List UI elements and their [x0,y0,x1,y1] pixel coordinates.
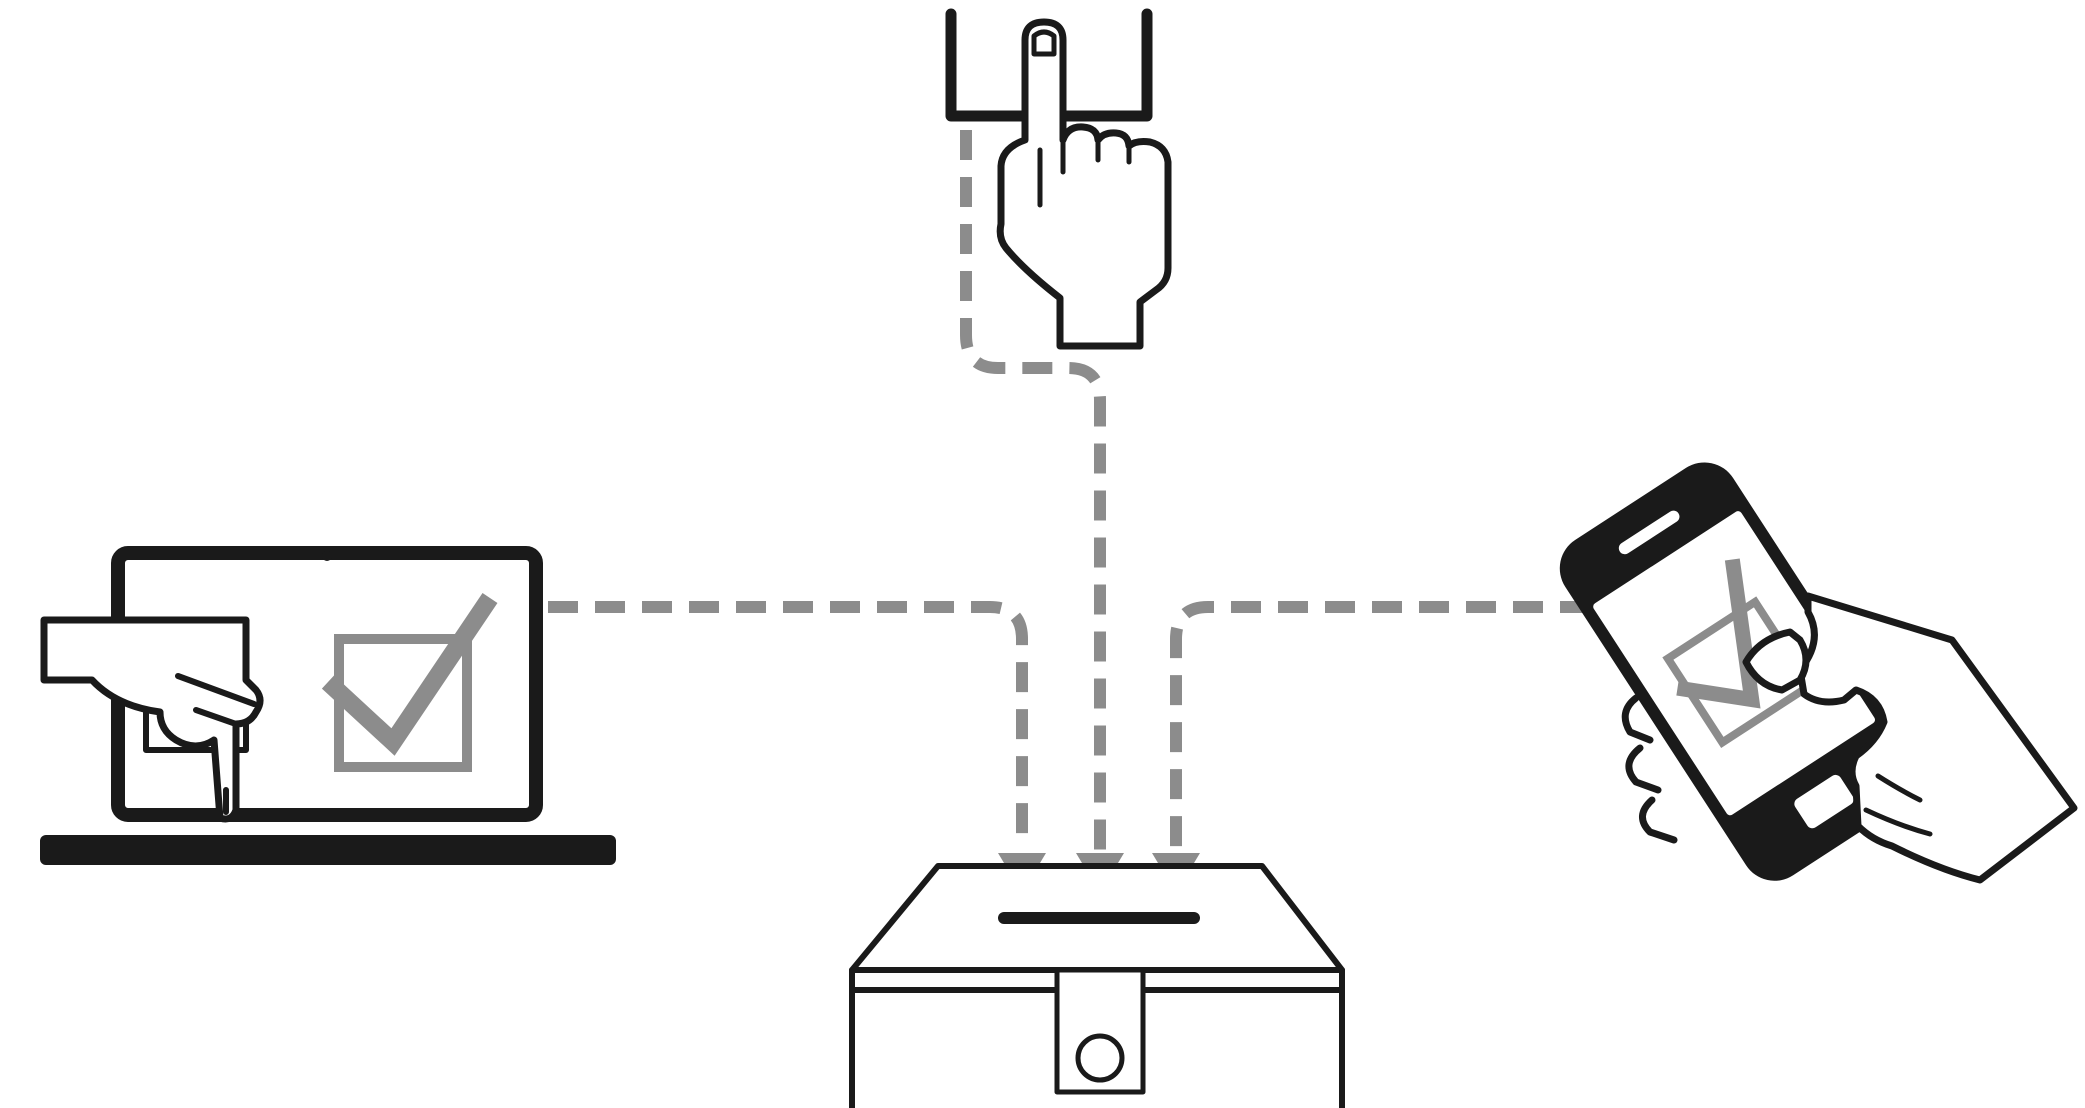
ballot-box-latch [1054,967,1146,1095]
finger-creases [1037,137,1132,208]
ballot-box-icon [849,863,1345,1108]
laptop-hand-finger-lines [175,673,257,815]
phone-screen [1593,511,1876,816]
flow-line-laptop [548,601,1028,850]
laptop-base [40,835,616,865]
ballot-box-lock [1075,1033,1125,1083]
flow-line-phone [1170,601,1590,850]
laptop-touch-vote-icon [40,546,616,865]
checkmark-icon [321,592,498,756]
flow-line-machine [960,130,1106,850]
phone-thumb [1742,628,1810,694]
ballot-box-slot [998,912,1200,924]
flow-lines [548,130,1590,850]
ballot-box-body [849,987,1345,1108]
voting-machine-fingerprint-icon [945,8,1172,350]
pointing-hand-icon [996,18,1172,350]
laptop-camera [322,551,332,561]
phone-checkmark-icon [1676,558,1761,709]
fingernail [1031,29,1057,57]
phone-home-button [1794,774,1854,829]
phone-speaker [1618,510,1680,555]
phone-hand-creases [1863,773,1933,837]
phone-hand-fingers [1621,694,1678,844]
smartphone-vote-icon [1559,462,2078,884]
laptop-hand [40,616,264,823]
